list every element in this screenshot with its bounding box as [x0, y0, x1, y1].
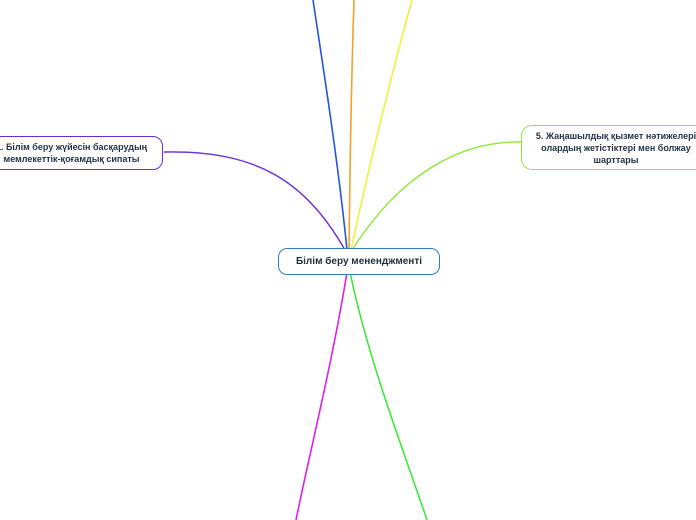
central-topic[interactable]: Білім беру мененджменті: [278, 248, 440, 275]
edge-top-yellow: [350, 0, 413, 251]
edge-bottom-magenta: [295, 271, 348, 520]
topic-node-1[interactable]: 1. Білім беру жүйесін басқарудың мемлеке…: [0, 136, 163, 170]
edge-bottom-green: [349, 271, 428, 520]
edge-top-blue: [312, 0, 348, 251]
topic-node-1-line2: мемлекеттік-қоғамдық сипаты: [3, 154, 140, 164]
central-topic-label: Білім беру мененджменті: [295, 255, 423, 267]
topic-node-5-line2: олардың жетістіктері мен болжау: [541, 142, 691, 153]
edge-right-lightgreen: [351, 141, 524, 251]
topic-node-5[interactable]: 5. Жаңашылдық қызмет нәтижелері олардың …: [521, 125, 696, 170]
topic-node-5-line3: шарттары: [593, 154, 639, 165]
topic-node-5-line1: 5. Жаңашылдық қызмет нәтижелері: [535, 130, 696, 141]
edge-top-orange: [348, 0, 355, 251]
edge-left-purple: [163, 151, 346, 251]
topic-node-1-line1: 1. Білім беру жүйесін басқарудың: [0, 142, 148, 152]
